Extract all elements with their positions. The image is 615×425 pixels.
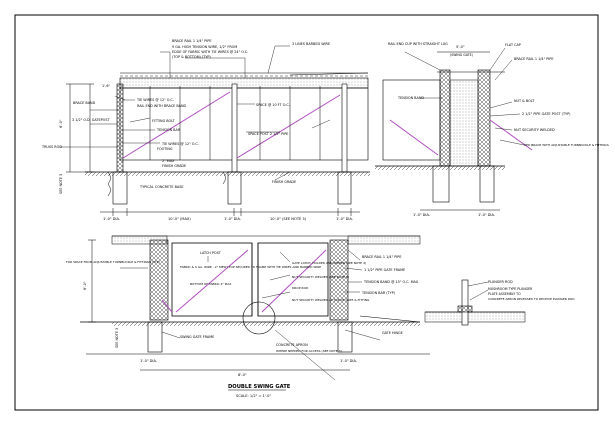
- label-dim-5: 1'-0" DIA.: [336, 217, 353, 221]
- title-block: DOUBLE SWING GATE SCALE: 1/2" = 1'-0": [228, 384, 291, 398]
- label-bottom-left-dim: 6'-0": [83, 281, 87, 290]
- label-brace-band: BRACE BAND: [73, 101, 96, 105]
- label-dim-1: 1'-0" DIA.: [103, 217, 120, 221]
- label-dim-4: 10'-0" (SEE NOTE 3): [270, 217, 307, 221]
- label-gate-post: LATCH POST: [200, 251, 222, 255]
- label-dim-2: 10'-0" (MAX): [168, 217, 191, 221]
- label-concrete-detail: CONCRETE APRON RECESSED TO RECEIVE PLUNG…: [488, 297, 575, 301]
- label-for-brace: FOR SPACE FROM ADJUSTABLE TURNBUCKLE & F…: [66, 260, 160, 264]
- label-concrete-note: WHERE NEEDED FOR ACCESS (SEE NOTE 3): [276, 349, 342, 353]
- label-tie-wires-2: TIE WIRES @ 12" O.C.: [161, 142, 199, 146]
- label-section-dia-2: 1'-0" DIA.: [478, 213, 495, 217]
- label-bottom-dim-1: 1'-0" DIA.: [140, 359, 157, 363]
- label-wire-mesh: RED BRACE WITH ADJUSTABLE TURNBUCKLE & F…: [524, 143, 609, 147]
- label-concrete-apron: CONCRETE APRON: [276, 343, 308, 347]
- label-rail-end-cup: RAIL END CUP WITH STRAIGHT LUG: [388, 42, 448, 46]
- label-plunger: PLUNGER ROD: [488, 280, 513, 284]
- label-truss-rod-bottom: NUT SECURITY WELDED AT TOP OF GATE & FIT…: [292, 298, 370, 302]
- label-left-dim2: SEE NOTE 3: [59, 174, 63, 194]
- label-tension-wire: 9 GA. HIGH TENSION WIRE, 1/2" FROM: [172, 45, 237, 49]
- label-tension-bar: TENSION BAR: [156, 128, 181, 132]
- label-section-dia-1: 1'-0" DIA.: [413, 213, 430, 217]
- sheet-title: DOUBLE SWING GATE: [228, 384, 291, 390]
- label-bottom-left-dim2: SEE NOTE 3: [115, 328, 119, 348]
- label-section-brace-rail: BRACE RAIL 1 1/4" PIPE: [514, 57, 553, 61]
- label-bottom-fab: BOTTOM OF FABRIC 2" MAX: [190, 282, 231, 286]
- label-gate-frame: 1 1/2" PIPE GATE FRAME: [364, 268, 405, 272]
- label-pipe-frame: SPACE POST 2 1/2" PIPE: [248, 132, 288, 136]
- label-swing-post: 3 1/2" O.D. GATEPOST: [72, 118, 110, 122]
- label-bottom-dim-2: 1'-0" DIA.: [340, 359, 357, 363]
- detail-callout-circle: [242, 301, 276, 335]
- label-dim-3: 1'-0" DIA.: [224, 217, 241, 221]
- fence-elevation: BRACE RAIL 1 1/4" PIPE 9 GA. HIGH TENSIO…: [41, 39, 370, 221]
- label-earth: FINISH GRADE: [272, 180, 296, 184]
- label-space-a: SPACE @ 10 FT O.C.: [256, 103, 290, 107]
- label-truss-rod: TRUSS ROD: [41, 145, 62, 149]
- label-gap: 2" MAX: [162, 159, 175, 163]
- label-fabric: FABRIC & 9 GA. WIRE - 2" MESH TOP SECURE…: [180, 265, 321, 269]
- label-gap2: FINISH GRADE: [162, 164, 186, 168]
- label-double-gate: SWING GATE FRAME: [180, 335, 214, 339]
- label-tension-wire-3: (TOP & BOTTOM) (TYP): [172, 55, 211, 59]
- label-fitting: FITTING BOLT: [152, 119, 176, 123]
- label-nut-bolt: NUT & BOLT: [514, 99, 535, 103]
- label-gate-lock: GATE LATCH, HOLDER AND KEEPER (SEE NOTE …: [292, 261, 366, 265]
- label-tie-wires: TIE WIRES @ 12" O.C.: [136, 98, 174, 102]
- label-gate-hinge: GATE HINGE: [382, 331, 403, 335]
- label-flat-cap: FLAT CAP: [505, 43, 521, 47]
- label-section-dim-sub: (SWING GATE): [450, 53, 473, 57]
- label-nut-security: NUT SECURITY WELDED: [514, 128, 555, 132]
- plunger-detail: PLUNGER ROD MUSHROOM TYPE PLUNGER PLATE …: [424, 279, 575, 326]
- label-rail-end: RAIL END WITH BRACE BAND: [137, 104, 186, 108]
- label-dim-top: 1'-6": [102, 84, 110, 88]
- gate-elevation: FOR SPACE FROM ADJUSTABLE TURNBUCKLE & F…: [66, 235, 430, 381]
- sheet-border: [14, 14, 599, 411]
- label-tension-wire-2: EDGE OF FABRIC WITH TIE WIRES @ 24" O.C.: [172, 50, 248, 54]
- label-nut-secure: NUT SECURITY WELDED (SEE NOTE 5): [292, 275, 349, 279]
- label-brace-rail: BRACE RAIL 1 1/4" PIPE: [172, 39, 211, 43]
- label-corner-post: 2 1/2" PIPE GATE POST (TYP): [522, 112, 571, 116]
- sheet-scale: SCALE: 1/2" = 1'-0": [236, 394, 271, 398]
- label-drop-rod: DROP ROD: [292, 286, 309, 290]
- label-plate: PLATE ASSEMBLY TO: [488, 292, 521, 296]
- label-concrete-base: TYPICAL CONCRETE BASE: [139, 185, 184, 189]
- label-barbed-wire: 3 LINES BARBED WIRE: [292, 42, 330, 46]
- label-left-dim: 6'-0": [59, 119, 63, 128]
- label-tension-bar-bottom: TENSION BAR (TYP): [361, 291, 396, 295]
- label-holder: MUSHROOM TYPE PLUNGER: [488, 287, 533, 291]
- label-tension-bands: TENSION BAND @ 15" O.C. MAX: [363, 280, 419, 284]
- label-section-dim: 5'-0": [456, 45, 465, 49]
- fence-section: RAIL END CUP WITH STRAIGHT LUG 5'-0" (SW…: [375, 42, 609, 217]
- label-brace: BRACE RAIL 1 1/4" PIPE: [362, 255, 401, 259]
- label-footing: FOOTING: [157, 147, 173, 151]
- label-bottom-dim-total: 8'-0": [238, 373, 247, 377]
- label-tension-band: TENSION BAND: [397, 96, 424, 100]
